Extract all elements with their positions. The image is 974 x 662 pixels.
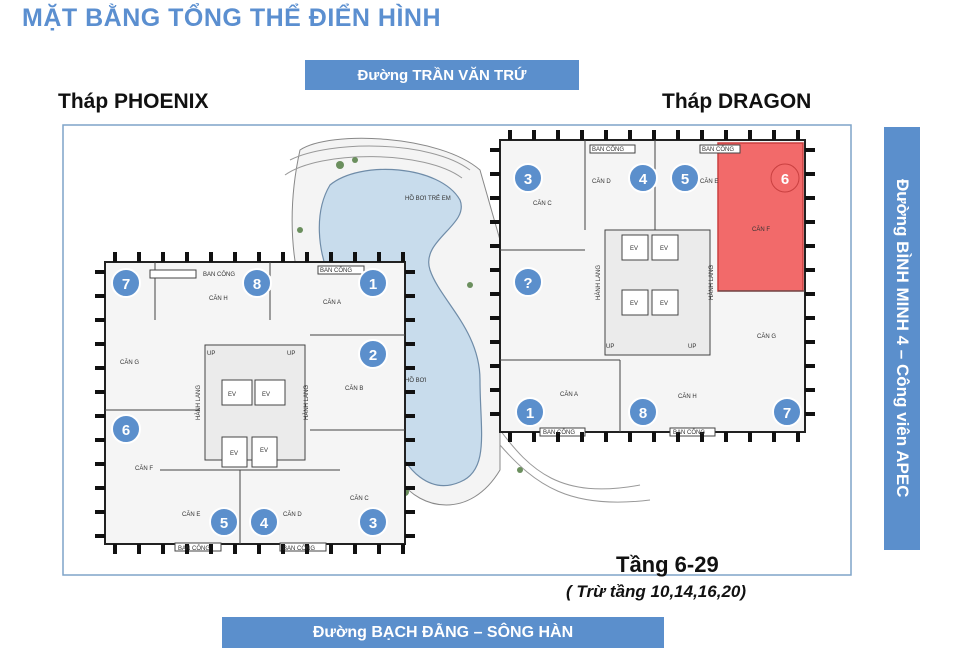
- phoenix-balcony-4: BAN CÔNG: [283, 545, 315, 552]
- svg-text:3: 3: [524, 171, 532, 188]
- phoenix-badge-1: 1: [358, 268, 388, 298]
- dragon-badge-8: 8: [628, 397, 658, 427]
- phoenix-unit-f: CĂN F: [135, 465, 153, 472]
- phoenix-wall-ticks: [95, 252, 415, 554]
- dragon-unit-g: CĂN G: [757, 333, 776, 340]
- pool-kids-label: HỒ BƠI TRẺ EM: [405, 195, 451, 202]
- svg-text:6: 6: [781, 171, 789, 188]
- dragon-unit-e: CĂN E: [700, 178, 718, 185]
- dragon-badge-3: 3: [513, 163, 543, 193]
- svg-text:5: 5: [681, 171, 689, 188]
- phoenix-unit-c: CĂN C: [350, 495, 369, 502]
- svg-text:5: 5: [220, 515, 228, 532]
- phoenix-corridor-2: HÀNH LANG: [303, 385, 310, 420]
- phoenix-balcony-1: BAN CÔNG: [203, 271, 235, 278]
- phoenix-ev-4: EV: [260, 448, 268, 454]
- phoenix-badge-5: 5: [209, 507, 239, 537]
- svg-text:4: 4: [639, 171, 648, 188]
- tower-dragon-label: Tháp DRAGON: [662, 90, 812, 113]
- dragon-ev-2: EV: [660, 246, 668, 252]
- phoenix-ev-1: EV: [228, 392, 236, 398]
- site-boundary: [62, 124, 852, 576]
- dragon-corridor-1: HÀNH LANG: [595, 265, 602, 300]
- dragon-ev-1: EV: [630, 246, 638, 252]
- tower-phoenix-label: Tháp PHOENIX: [58, 90, 209, 113]
- page-title: MẶT BẰNG TỔNG THỂ ĐIỂN HÌNH: [22, 4, 442, 32]
- dragon-ev-4: EV: [660, 301, 668, 307]
- phoenix-badge-3: 3: [358, 507, 388, 537]
- dragon-unit-a: CĂN A: [560, 391, 578, 398]
- svg-text:1: 1: [369, 276, 377, 293]
- phoenix-unit-g: CĂN G: [120, 359, 139, 366]
- phoenix-badge-8: 8: [242, 268, 272, 298]
- svg-text:?: ?: [523, 275, 532, 292]
- phoenix-unit-h: CĂN H: [209, 295, 228, 302]
- dragon-badge-4: 4: [628, 163, 658, 193]
- svg-text:8: 8: [253, 276, 261, 293]
- dragon-badge-5: 5: [670, 163, 700, 193]
- dragon-up-1: UP: [606, 344, 614, 350]
- phoenix-badge-7: 7: [111, 268, 141, 298]
- dragon-badge-2-unknown: ?: [513, 267, 543, 297]
- dragon-up-2: UP: [688, 344, 696, 350]
- pool-main-label: HỒ BƠI: [405, 377, 427, 384]
- road-label-right: Đường BÌNH MINH 4 – Công viên APEC: [884, 127, 920, 550]
- dragon-unit-d: CĂN D: [592, 178, 611, 185]
- dragon-unit-f: CĂN F: [752, 226, 770, 233]
- road-label-bottom: Đường BẠCH ĐẰNG – SÔNG HÀN: [222, 617, 664, 648]
- road-label-top: Đường TRẦN VĂN TRỨ: [305, 60, 579, 90]
- phoenix-up-1: UP: [207, 351, 215, 357]
- dragon-ev-3: EV: [630, 301, 638, 307]
- phoenix-unit-d: CĂN D: [283, 511, 302, 518]
- svg-text:8: 8: [639, 405, 647, 422]
- dragon-badge-6: 6: [770, 163, 800, 193]
- phoenix-unit-e: CĂN E: [182, 511, 200, 518]
- phoenix-badge-6: 6: [111, 414, 141, 444]
- phoenix-tower-plan: [104, 261, 406, 552]
- dragon-corridor-2: HÀNH LANG: [708, 265, 715, 300]
- phoenix-up-2: UP: [287, 351, 295, 357]
- floor-label: Tầng 6-29: [616, 552, 719, 577]
- dragon-unit-h: CĂN H: [678, 393, 697, 400]
- phoenix-balcony-3: BAN CÔNG: [178, 545, 210, 552]
- dragon-wall-ticks: [490, 130, 815, 442]
- phoenix-corridor-1: HÀNH LANG: [195, 385, 202, 420]
- svg-text:7: 7: [783, 405, 791, 422]
- phoenix-ev-3: EV: [230, 451, 238, 457]
- svg-text:6: 6: [122, 422, 130, 439]
- phoenix-unit-a: CĂN A: [323, 299, 341, 306]
- dragon-balcony-3: BAN CÔNG: [543, 429, 575, 436]
- dragon-balcony-1: BAN CÔNG: [592, 146, 624, 153]
- floor-note: ( Trừ tầng 10,14,16,20): [566, 582, 747, 601]
- phoenix-ev-2: EV: [262, 392, 270, 398]
- dragon-badge-7: 7: [772, 397, 802, 427]
- dragon-balcony-2: BAN CÔNG: [702, 146, 734, 153]
- svg-text:1: 1: [526, 405, 534, 422]
- svg-text:2: 2: [369, 347, 377, 364]
- svg-text:4: 4: [260, 515, 269, 532]
- phoenix-unit-b: CĂN B: [345, 385, 363, 392]
- phoenix-balcony-2: BAN CÔNG: [320, 267, 352, 274]
- dragon-badge-1: 1: [515, 397, 545, 427]
- road-label-right-text: Đường BÌNH MINH 4 – Công viên APEC: [893, 179, 912, 498]
- dragon-balcony-4: BAN CÔNG: [673, 429, 705, 436]
- phoenix-badge-2: 2: [358, 339, 388, 369]
- svg-text:3: 3: [369, 515, 377, 532]
- phoenix-badge-4: 4: [249, 507, 279, 537]
- dragon-unit-c: CĂN C: [533, 200, 552, 207]
- svg-text:7: 7: [122, 276, 130, 293]
